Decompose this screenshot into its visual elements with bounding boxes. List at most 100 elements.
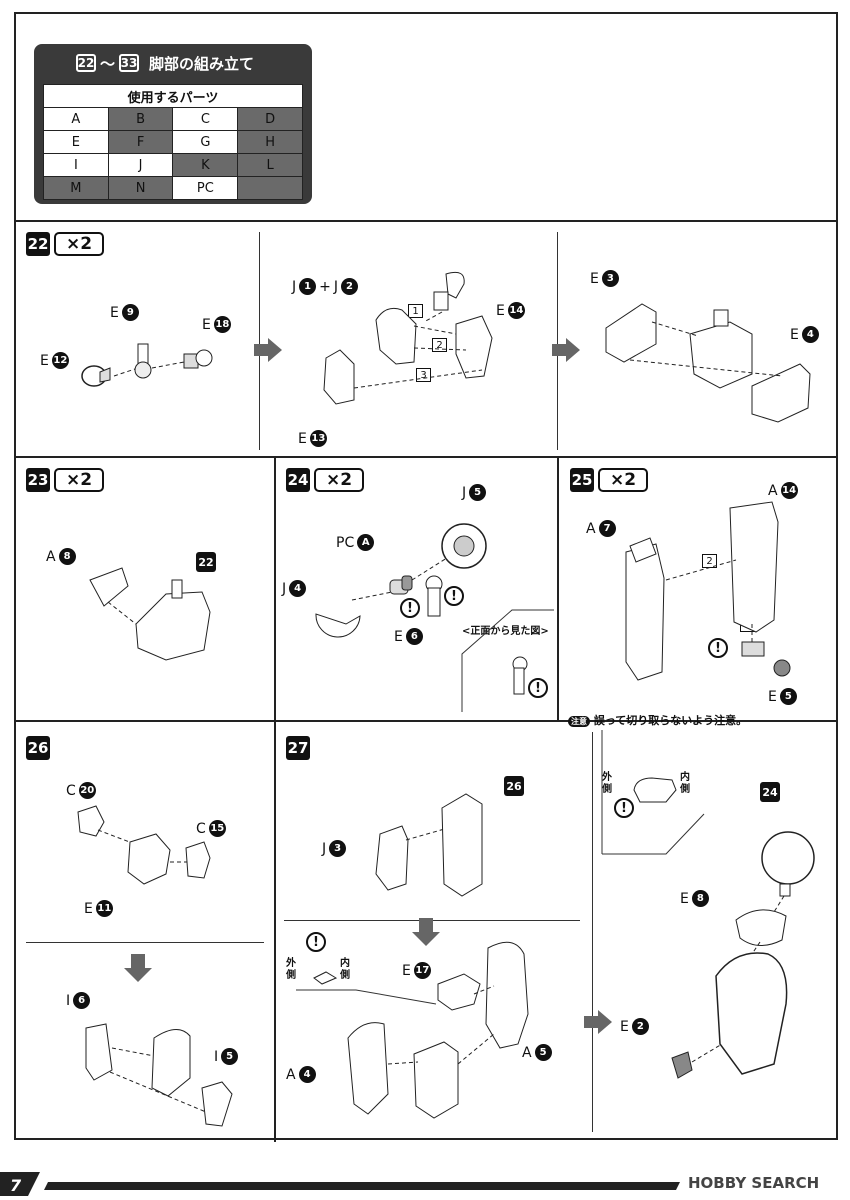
divider [16,720,836,722]
step-26-header: 26 [26,736,50,760]
step-multiplier: ×2 [314,468,364,492]
step-number: 27 [286,736,310,760]
divider [557,458,559,720]
step-number: 25 [570,468,594,492]
arrow-down-icon [412,918,440,946]
instruction-page: 22 ～ 33 脚部の組み立て 使用するパーツ A B C D E F G H … [14,12,838,1142]
part-cell [237,176,303,200]
step-multiplier: ×2 [598,468,648,492]
divider [557,232,558,450]
divider [16,456,836,458]
part-cell: A [43,107,109,131]
inset-outline [461,609,554,712]
step-multiplier: ×2 [54,232,104,256]
step-25-header: 25 ×2 [570,468,648,492]
caution-mark: 注意 [568,716,590,727]
part-drawing [81,343,213,387]
caution-icon: ! [306,932,326,952]
section-title: 脚部の組み立て [149,54,255,73]
step-24-header: 24 ×2 [286,468,364,492]
brand-watermark: HOBBY SEARCH [688,1174,820,1192]
arrow-right-icon [552,338,580,362]
divider [26,942,264,943]
divider [259,232,260,450]
step-multiplier: ×2 [54,468,104,492]
step-number: 24 [286,468,310,492]
inner-side-label: 内 側 [340,958,350,981]
page-number: 7 [10,1176,22,1195]
part-cell: L [237,153,303,177]
part-cell: N [107,176,174,200]
arrow-right-icon [254,338,282,362]
divider [592,732,593,1132]
step-number: 23 [26,468,50,492]
step-reference: 26 [504,776,524,796]
divider [274,458,276,720]
divider [274,722,276,1142]
inset-outline [601,730,705,855]
part-drawing [375,793,483,897]
part-drawing [323,271,493,405]
part-drawing [671,831,815,1079]
part-cell: K [172,153,239,177]
view-note: <正面から見た図> [462,626,549,637]
range-end: 33 [119,54,140,72]
caution-icon: ! [400,598,420,618]
step-22-header: 22 ×2 [26,232,104,256]
part-cell: J [107,153,174,177]
step-number: 26 [26,736,50,760]
caution-icon: ! [708,638,728,658]
order-3: 3 [416,368,431,382]
part-drawing [625,501,791,681]
part-drawing [315,523,487,638]
part-cell: F [107,130,174,154]
inset-outline [296,971,437,1005]
part-cell: M [43,176,109,200]
part-cell: PC [172,176,239,200]
part-drawing [77,805,211,885]
part-drawing [605,303,811,423]
part-cell: C [172,107,239,131]
parts-table-header: 使用するパーツ [43,84,303,108]
range-start: 22 [76,54,96,72]
part-cell: H [237,130,303,154]
caution-icon: ! [614,798,634,818]
part-drawing [85,1023,233,1127]
part-cell: B [107,107,174,131]
parts-table: 使用するパーツ A B C D E F G H I J K L M N [43,84,303,200]
divider [16,220,836,222]
part-cell: I [43,153,109,177]
arrow-right-icon [584,1010,612,1034]
parts-box-title: 22 ～ 33 脚部の組み立て [40,50,306,76]
caution-icon: ! [528,678,548,698]
footer-bar [0,1172,680,1196]
outer-side-label: 外 側 [286,958,296,981]
caution-icon: ! [444,586,464,606]
part-cell: D [237,107,303,131]
parts-list-box: 22 ～ 33 脚部の組み立て 使用するパーツ A B C D E F G H … [34,44,312,204]
part-cell: G [172,130,239,154]
